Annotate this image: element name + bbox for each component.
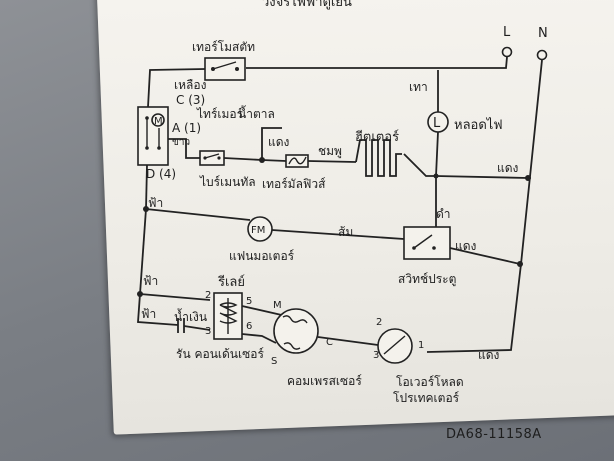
wire-timer-bimetal <box>168 138 200 159</box>
wire-thermostat-timer <box>147 68 206 108</box>
wire-n-right <box>426 59 543 353</box>
timer-pin-d4: D (4) <box>146 167 176 181</box>
wire-red-to-n <box>435 175 529 179</box>
overload-label-2: โปรเทคเตอร์ <box>393 391 460 405</box>
door-switch-contact <box>413 234 433 249</box>
terminal-l <box>501 46 513 58</box>
heater-element <box>355 139 402 177</box>
wire-cap-relay <box>183 325 211 331</box>
terminal-n-label: N <box>538 26 548 41</box>
run-capacitor-label: รัน คอนเด้นเซอร์ <box>176 347 264 361</box>
wire-orange <box>271 229 405 240</box>
bimetal-pin-b <box>217 156 221 160</box>
bimetal-contact <box>204 153 220 159</box>
relay-label: รีเลย์ <box>217 274 245 290</box>
relay-pin-5: 5 <box>246 296 252 307</box>
wire-blue-fan <box>145 208 251 221</box>
thermostat-contact <box>212 61 237 70</box>
door-switch-pin-b <box>432 246 436 250</box>
fan-motor-icon <box>247 216 273 242</box>
wire-red-label-4: แดง <box>478 348 499 362</box>
overload-pin-1: 1 <box>418 340 424 351</box>
timer-label: ไทร์เมอร์ <box>196 107 244 121</box>
lamp-label: หลอดไฟ <box>454 117 503 133</box>
relay-pin-6: 6 <box>246 321 252 332</box>
wire-blue-down <box>139 208 147 295</box>
wire-relay-s <box>241 333 277 344</box>
overload-protector-icon <box>377 328 413 364</box>
wire-red-label-3: แดง <box>455 239 476 253</box>
junction-n-mid <box>517 261 523 267</box>
wire-blue-label-2: ฟ้า <box>143 274 158 288</box>
thermal-fuse-label: เทอร์มัลฟิวส์ <box>262 177 326 191</box>
wire-blue-relay <box>139 293 211 301</box>
thermostat-label: เทอร์โมสตัท <box>192 40 255 54</box>
thermostat-pin-b <box>235 67 239 71</box>
overload-label-1: โอเวอร์โหลด <box>396 375 464 389</box>
thermal-fuse-symbol <box>288 156 307 165</box>
wire-red-label-2: แดง <box>497 161 518 175</box>
wire-heater-junction <box>403 153 436 177</box>
wire-blue-cap <box>137 293 179 326</box>
fan-motor-symbol: FM <box>251 225 265 236</box>
timer-motor-label: M <box>154 116 163 127</box>
terminal-l-label: L <box>503 25 511 40</box>
door-switch-component <box>403 226 451 260</box>
timer-motor-icon <box>151 113 165 127</box>
relay-pin-3: 3 <box>205 326 211 337</box>
wire-navy-label: น้ำเงิน <box>174 308 207 324</box>
relay-pin-2: 2 <box>205 290 211 301</box>
wire-blue-label-1: ฟ้า <box>148 196 163 210</box>
wire-brown-up <box>261 127 282 160</box>
wire-red-label-1: แดง <box>268 135 289 149</box>
timer-pin-a1: A (1) <box>172 121 201 135</box>
compressor-icon <box>273 308 319 354</box>
lamp-symbol: L <box>433 116 441 131</box>
overload-pin-2: 2 <box>376 317 382 328</box>
junction-n-top <box>525 175 531 181</box>
terminal-n <box>536 49 548 61</box>
wire-bimetal-junction <box>223 157 263 161</box>
compressor-pin-s: S <box>271 356 277 367</box>
diagram-title: วงจรไฟฟ้าตู้เย็น <box>262 0 352 10</box>
wire-comp-olp <box>317 336 379 346</box>
wire-brown-label: น้ำตาล <box>238 105 275 121</box>
heater-label: ฮีตเตอร์ <box>355 129 399 145</box>
wire-l-top <box>246 56 508 69</box>
wire-black-label: ดำ <box>436 207 451 221</box>
compressor-windings <box>282 315 308 350</box>
wire-white-label: ขาว <box>172 137 190 148</box>
relay-coil <box>219 302 238 324</box>
part-code: DA68-11158A <box>446 427 542 442</box>
compressor-pin-m: M <box>273 300 282 311</box>
compressor-label: คอมเพรสเซอร์ <box>287 374 362 388</box>
wire-blue-label-3: ฟ้า <box>141 307 156 321</box>
wire-to-fuse <box>261 159 287 162</box>
door-switch-label: สวิทช์ประตู <box>398 272 456 287</box>
wire-relay-m <box>241 305 287 317</box>
bimetal-label: ไบร์เมนทัล <box>199 175 256 189</box>
wire-door-n <box>449 247 521 265</box>
wire-orange-label: ส้ม <box>338 225 353 239</box>
wire-yellow-label: เหลือง <box>174 78 206 92</box>
timer-pin-c3: C (3) <box>176 93 205 107</box>
wire-timer-blue <box>145 164 148 210</box>
wire-grey-label: เทา <box>409 80 428 94</box>
fan-motor-label: แฟนมอเตอร์ <box>229 249 295 263</box>
compressor-pin-c: C <box>326 337 333 348</box>
wire-fuse-heater <box>307 160 357 163</box>
overload-contact <box>383 335 406 355</box>
overload-pin-3: 3 <box>373 350 379 361</box>
wire-pink-label: ชมพู <box>318 144 342 159</box>
